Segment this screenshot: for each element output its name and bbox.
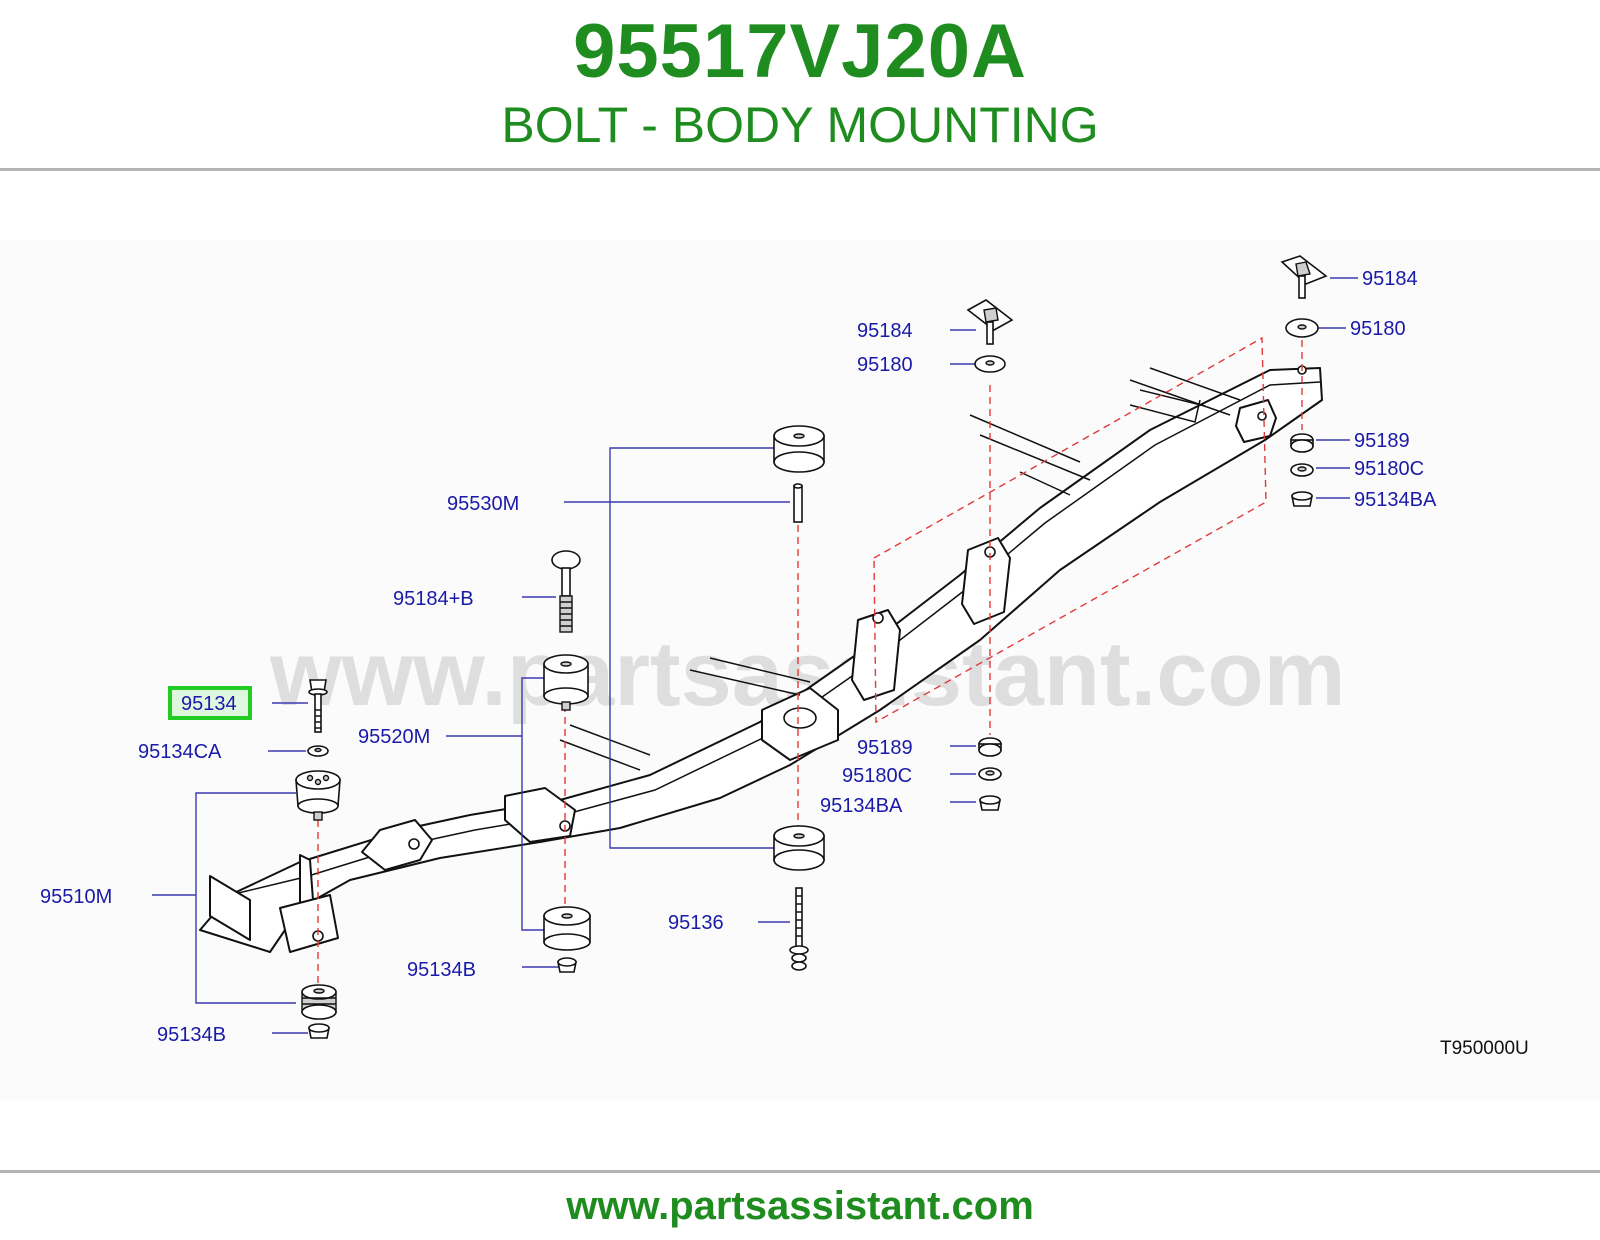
frame-rail (199, 365, 1323, 953)
callout-95530m[interactable]: 95530M (447, 493, 519, 515)
sleeve-95530m (793, 483, 803, 523)
callout-95136[interactable]: 95136 (668, 912, 724, 934)
parts-diagram-svg: www.partsassistant.com (40, 255, 1529, 1059)
callout-95184-mid[interactable]: 95184 (857, 320, 913, 342)
nut-95134ba-right (1291, 491, 1313, 507)
bolt-95136 (789, 887, 809, 971)
leader-lines (152, 277, 1358, 1034)
bolt-95184b (551, 550, 581, 633)
callout-95180c-mid[interactable]: 95180C (842, 765, 912, 787)
cushion-95530m-upper (773, 425, 825, 473)
washer-95134ca (307, 745, 329, 757)
callout-95189-right[interactable]: 95189 (1354, 430, 1410, 452)
cushion-95520m-upper (543, 654, 589, 711)
cushion-95510m-upper (295, 770, 341, 821)
footer-divider (0, 1170, 1600, 1173)
callout-95184b[interactable]: 95184+B (393, 588, 474, 610)
page-header: 95517VJ20A BOLT - BODY MOUNTING (0, 0, 1600, 168)
washer-95180c-right (1290, 463, 1314, 477)
part-number-title: 95517VJ20A (573, 9, 1027, 94)
nut-95134ba-mid (979, 795, 1001, 811)
clip-bolt-95184-right (1280, 255, 1328, 299)
footer-website-link[interactable]: www.partsassistant.com (566, 1184, 1034, 1228)
callout-95520m[interactable]: 95520M (358, 726, 430, 748)
cushion-95530m-lower (773, 825, 825, 871)
bolt-95134[interactable] (308, 679, 328, 733)
callout-95134ba-mid[interactable]: 95134BA (820, 795, 903, 817)
cushion-95189-mid (978, 737, 1002, 757)
callout-95134-highlighted[interactable]: 95134 (181, 693, 237, 715)
cushion-95189-right (1290, 433, 1314, 453)
part-name-subtitle: BOLT - BODY MOUNTING (501, 97, 1099, 153)
callout-95134ba-right[interactable]: 95134BA (1354, 489, 1437, 511)
callout-95134ca[interactable]: 95134CA (138, 741, 222, 763)
callout-95180c-right[interactable]: 95180C (1354, 458, 1424, 480)
callout-95134b-left[interactable]: 95134B (157, 1024, 226, 1046)
alignment-lines (317, 336, 1303, 985)
nut-95134b-mid (557, 957, 577, 973)
highlight-box (168, 686, 252, 720)
callout-95189-mid[interactable]: 95189 (857, 737, 913, 759)
washer-95180-right (1285, 318, 1319, 338)
callout-labels: 95184 95180 95184 95180 95189 95180C 951… (40, 268, 1437, 1046)
callout-95180-right[interactable]: 95180 (1350, 318, 1406, 340)
parts-diagram: www.partsassistant.com (0, 240, 1600, 1100)
cushion-95520m-lower (543, 906, 591, 951)
washer-95180-mid (974, 355, 1006, 373)
callout-95134b-mid[interactable]: 95134B (407, 959, 476, 981)
header-divider (0, 168, 1600, 171)
clip-bolt-95184-mid (966, 299, 1014, 345)
callout-95184-right[interactable]: 95184 (1362, 268, 1418, 290)
drawing-code: T950000U (1440, 1038, 1529, 1059)
washer-95180c-mid (978, 767, 1002, 781)
nut-95134b-left (308, 1023, 330, 1039)
cushion-95510m-lower (301, 984, 337, 1020)
callout-95510m[interactable]: 95510M (40, 886, 112, 908)
callout-95180-mid[interactable]: 95180 (857, 354, 913, 376)
